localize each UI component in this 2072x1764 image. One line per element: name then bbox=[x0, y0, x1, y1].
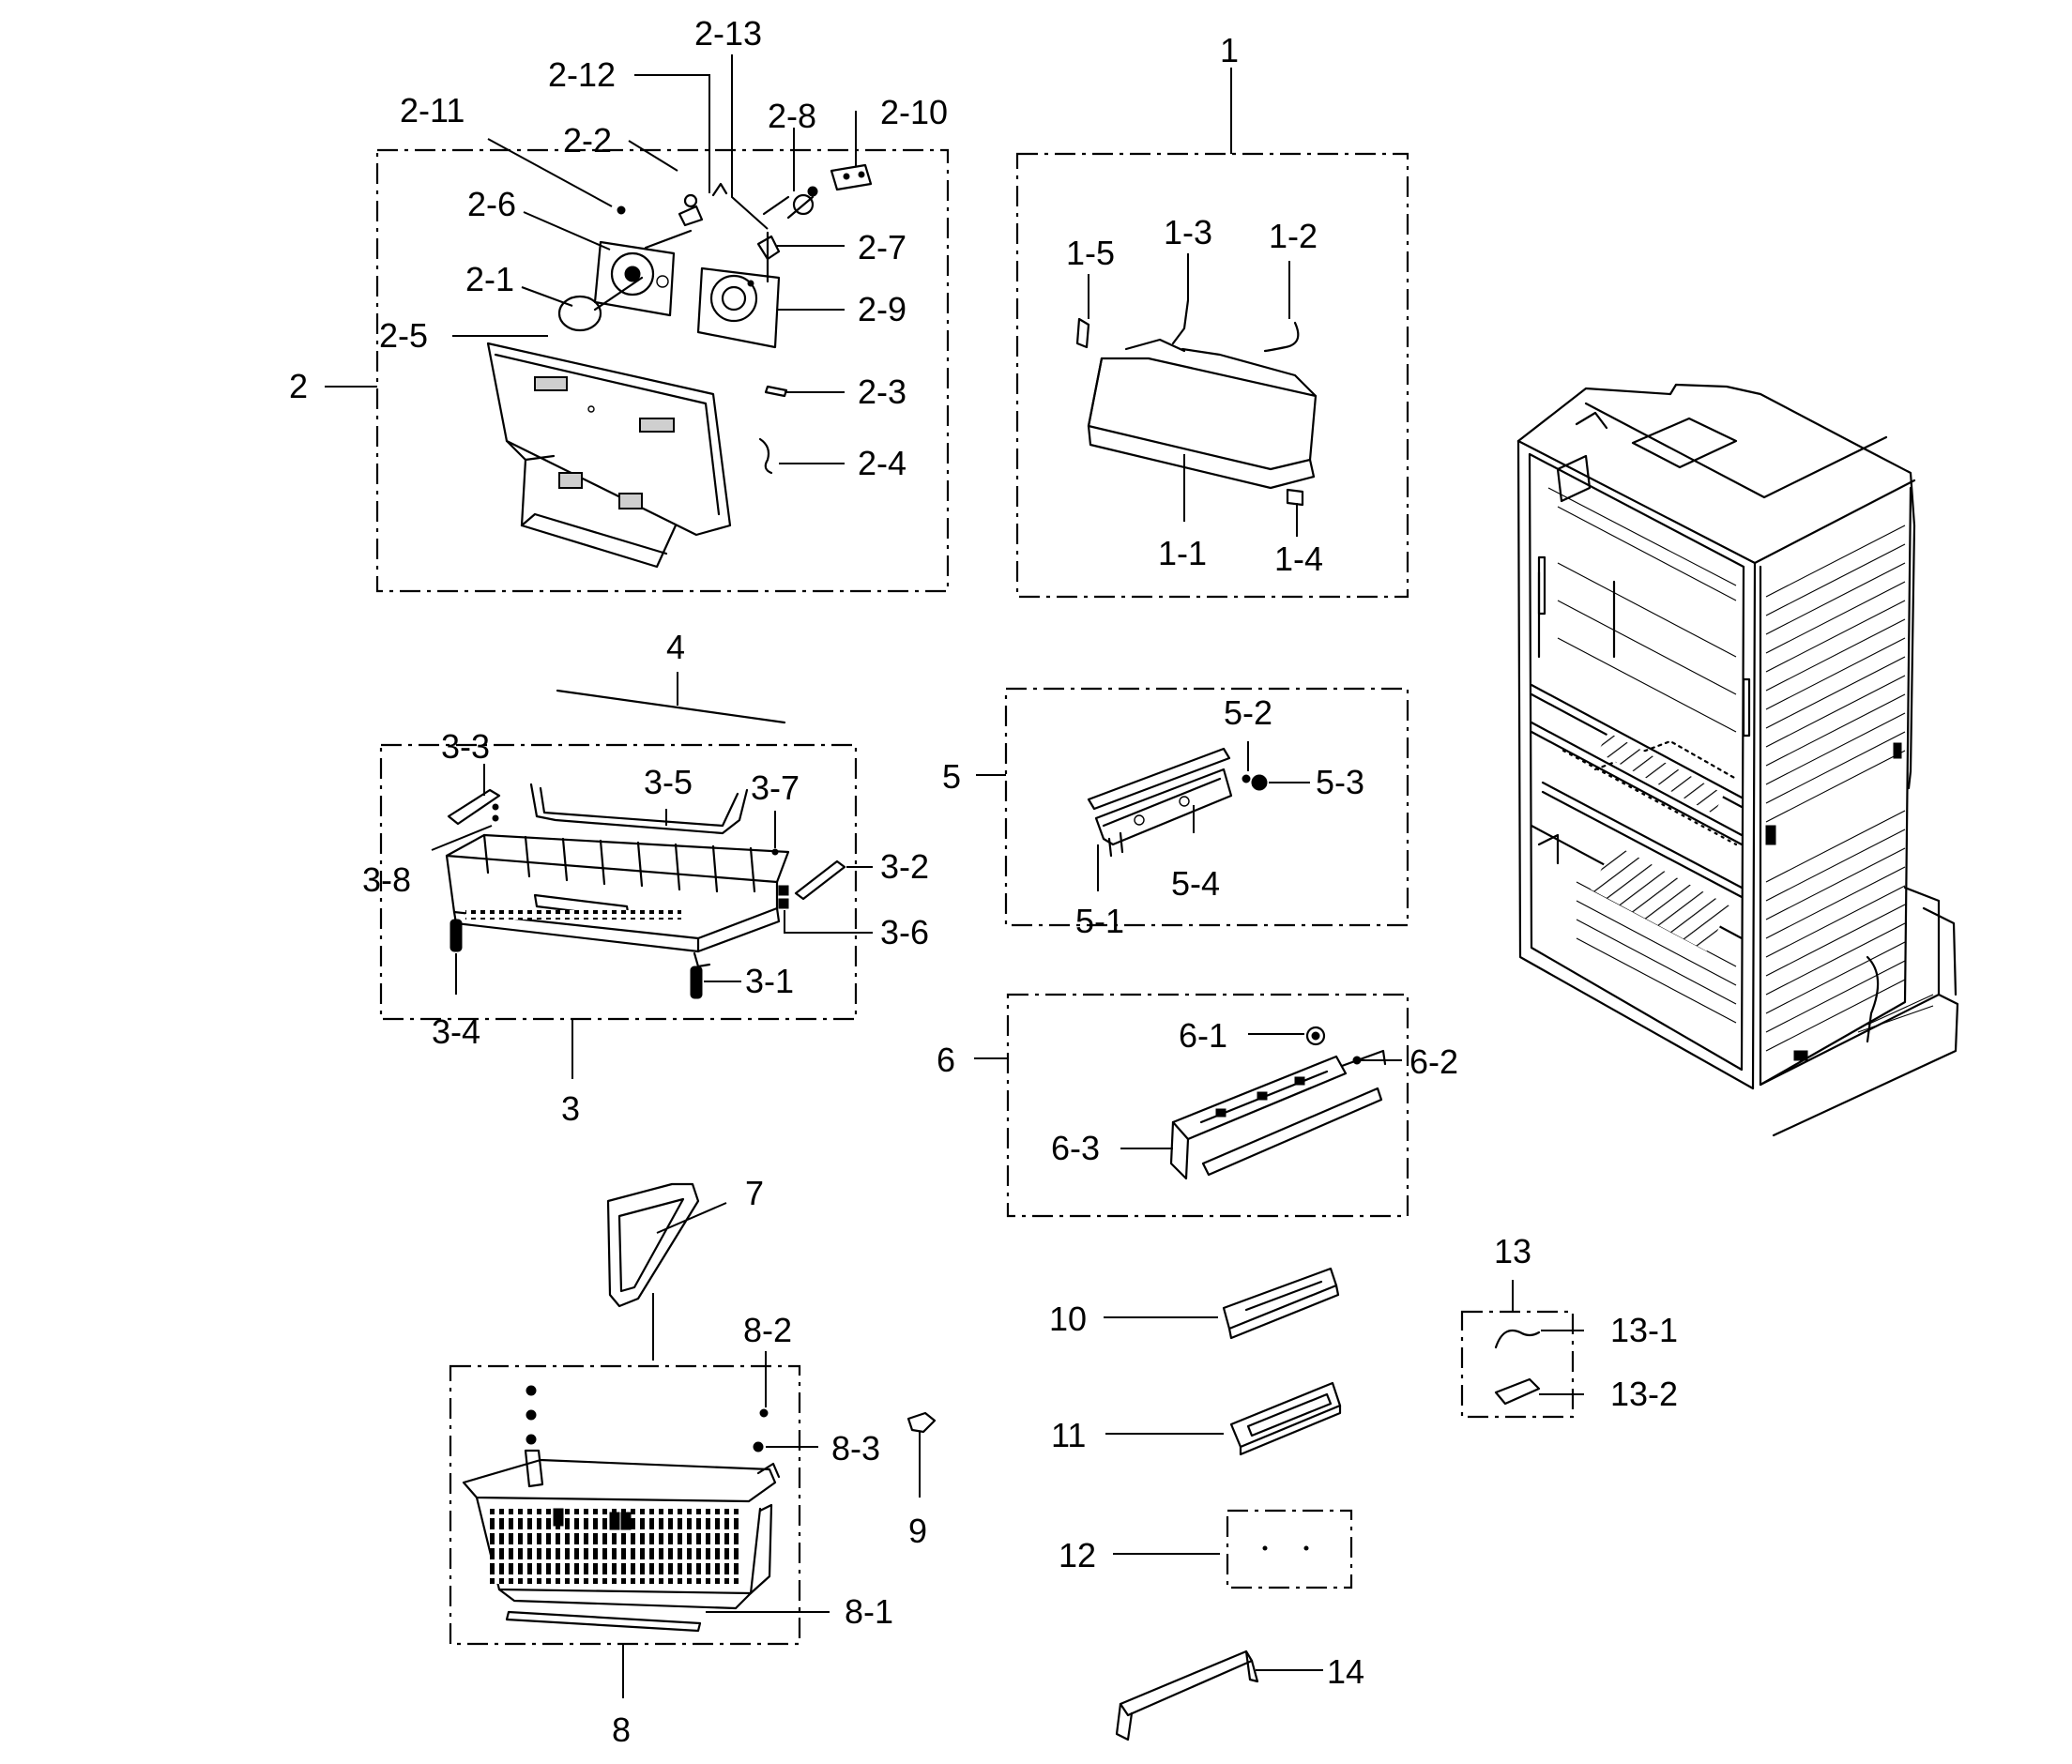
fan-cover-panel bbox=[486, 342, 732, 569]
group-1-box bbox=[1015, 152, 1409, 599]
harness-1-2 bbox=[1263, 321, 1300, 353]
label-2: 2 bbox=[289, 367, 308, 405]
item-7-grille: 7 bbox=[606, 1174, 764, 1361]
label-6-1: 6-1 bbox=[1179, 1016, 1227, 1055]
cabinet-interior bbox=[1530, 487, 1744, 1024]
label-1-3: 1-3 bbox=[1164, 213, 1212, 251]
label-5-4: 5-4 bbox=[1171, 864, 1220, 903]
label-12: 12 bbox=[1059, 1536, 1096, 1574]
group-3-drawer: 3 3 bbox=[362, 727, 929, 1128]
label-3-7: 3-7 bbox=[751, 768, 800, 807]
label-5-1: 5-1 bbox=[1075, 902, 1124, 940]
roller-5-3 bbox=[1251, 774, 1268, 791]
group-1-evaporator: 1 1-5 1-3 1-2 1-1 1-4 bbox=[1015, 31, 1409, 599]
label-3-4: 3-4 bbox=[432, 1012, 480, 1051]
cabinet-side-ribs bbox=[1765, 525, 1906, 1052]
drawer-basket bbox=[445, 833, 790, 968]
label-5-3: 5-3 bbox=[1316, 763, 1364, 801]
label-6-3: 6-3 bbox=[1051, 1129, 1100, 1167]
label-1-2: 1-2 bbox=[1269, 217, 1318, 255]
label-3-1: 3-1 bbox=[745, 962, 794, 1000]
label-2-2: 2-2 bbox=[563, 121, 612, 160]
evaporator-coil bbox=[1087, 338, 1318, 490]
label-5-2: 5-2 bbox=[1224, 693, 1272, 732]
group-5-rail: 5 5-2 5-3 5-4 5-1 bbox=[942, 687, 1409, 940]
rail-6-bracket bbox=[1171, 1055, 1348, 1141]
roller-6-1 bbox=[1305, 1026, 1326, 1046]
label-14: 14 bbox=[1327, 1652, 1364, 1691]
label-4: 4 bbox=[666, 628, 685, 666]
label-6-2: 6-2 bbox=[1409, 1042, 1458, 1081]
label-3-2: 3-2 bbox=[880, 847, 929, 886]
group-4-bar: 4 bbox=[556, 628, 786, 724]
label-1-5: 1-5 bbox=[1066, 234, 1115, 272]
label-6: 6 bbox=[937, 1041, 955, 1079]
label-3-6: 3-6 bbox=[880, 913, 929, 951]
group-13: 13 13-1 13-2 bbox=[1460, 1232, 1678, 1419]
group-8-box bbox=[449, 1364, 801, 1646]
label-2-5: 2-5 bbox=[379, 316, 428, 355]
label-2-8: 2-8 bbox=[768, 97, 816, 135]
label-13-1: 13-1 bbox=[1610, 1311, 1678, 1349]
label-13: 13 bbox=[1494, 1232, 1531, 1270]
label-8-3: 8-3 bbox=[831, 1429, 880, 1467]
label-3-5: 3-5 bbox=[644, 763, 693, 801]
refrigerator-cabinet bbox=[1516, 383, 1959, 1137]
label-2-12: 2-12 bbox=[548, 55, 616, 94]
label-2-13: 2-13 bbox=[694, 14, 762, 53]
fan-shroud bbox=[696, 266, 781, 349]
label-11: 11 bbox=[1051, 1416, 1086, 1454]
label-5: 5 bbox=[942, 757, 961, 796]
label-1-4: 1-4 bbox=[1274, 540, 1323, 578]
label-9: 9 bbox=[908, 1512, 927, 1550]
group-6-rail: 6 6-1 6-2 6-3 bbox=[937, 993, 1458, 1218]
label-1-1: 1-1 bbox=[1158, 534, 1207, 572]
label-2-7: 2-7 bbox=[858, 228, 906, 266]
group-6-box bbox=[1006, 993, 1409, 1218]
label-7: 7 bbox=[745, 1174, 764, 1212]
drawer-rails bbox=[447, 788, 846, 999]
fan-motor-bracket bbox=[593, 229, 693, 317]
label-3-8: 3-8 bbox=[362, 860, 411, 899]
drawer-gasket-3-5 bbox=[529, 783, 749, 835]
fan-motor bbox=[557, 295, 602, 332]
label-2-6: 2-6 bbox=[467, 185, 516, 223]
label-2-1: 2-1 bbox=[465, 260, 514, 298]
label-8-1: 8-1 bbox=[845, 1592, 893, 1631]
label-8-2: 8-2 bbox=[743, 1311, 792, 1349]
label-8: 8 bbox=[612, 1711, 631, 1749]
sensor-1-5 bbox=[1075, 317, 1090, 349]
rail-bracket bbox=[1094, 768, 1233, 846]
label-2-10: 2-10 bbox=[880, 93, 948, 131]
item-10-bracket: 10 bbox=[1049, 1267, 1340, 1340]
clip-1-4 bbox=[1286, 488, 1304, 507]
fan-small-parts bbox=[593, 163, 873, 475]
label-2-4: 2-4 bbox=[858, 444, 906, 482]
label-2-11: 2-11 bbox=[400, 91, 465, 129]
label-3: 3 bbox=[561, 1089, 580, 1128]
label-10: 10 bbox=[1049, 1300, 1087, 1338]
rail-bar bbox=[1087, 747, 1231, 811]
group-2-box bbox=[375, 148, 950, 593]
label-13-2: 13-2 bbox=[1610, 1375, 1678, 1413]
drawer-gasket-inner bbox=[539, 786, 739, 828]
freezer-basket bbox=[462, 1385, 781, 1633]
group-2-fan-assembly: 2 bbox=[289, 14, 950, 593]
label-1: 1 bbox=[1220, 31, 1239, 69]
group-8-basket: 8 8-2 8-3 8-1 bbox=[449, 1311, 893, 1749]
item-11-bracket: 11 bbox=[1051, 1381, 1342, 1456]
group-3-box bbox=[379, 743, 858, 1021]
label-3-3: 3-3 bbox=[441, 727, 490, 766]
label-2-3: 2-3 bbox=[858, 373, 906, 411]
item-12-label-sheet: 12 bbox=[1059, 1509, 1353, 1589]
harness-1-3 bbox=[1171, 298, 1190, 345]
group-13-box bbox=[1460, 1310, 1575, 1419]
item-14-handle: 14 bbox=[1115, 1650, 1364, 1741]
item-9-screw: 9 bbox=[906, 1411, 937, 1550]
group-5-box bbox=[1004, 687, 1409, 927]
label-2-9: 2-9 bbox=[858, 290, 906, 328]
